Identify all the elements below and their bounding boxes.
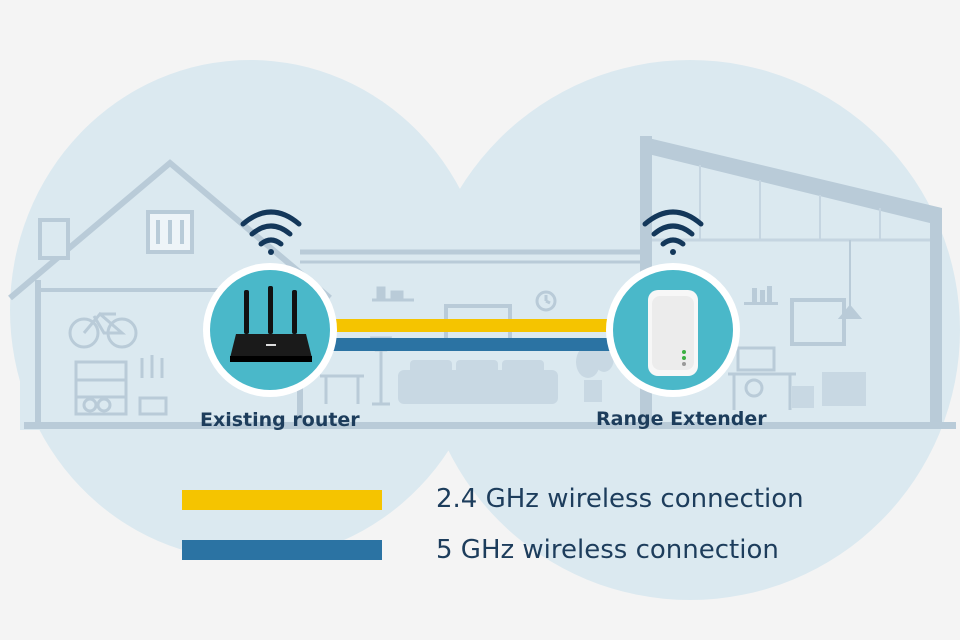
floor — [24, 422, 956, 429]
connection-24ghz — [318, 319, 618, 332]
router-label: Existing router — [200, 409, 360, 431]
tools-icon — [138, 355, 168, 416]
sofa-icon — [398, 360, 558, 404]
shelf-decor — [372, 286, 414, 302]
bicycle-icon — [68, 311, 138, 349]
router-device — [203, 263, 337, 397]
legend-label-24ghz: 2.4 GHz wireless connection — [436, 484, 804, 514]
extender-icon — [648, 290, 698, 376]
connection-lines — [318, 319, 618, 351]
desk-icon — [728, 346, 796, 410]
wall-picture — [790, 298, 846, 346]
legend-swatch-5ghz — [182, 540, 382, 560]
legend-label-5ghz: 5 GHz wireless connection — [436, 535, 779, 565]
shelf-unit — [74, 360, 128, 416]
legend-swatch-24ghz — [182, 490, 382, 510]
table-icon — [320, 374, 364, 404]
cabinet-icon — [792, 372, 866, 408]
wall-shelf-books — [744, 286, 778, 305]
connection-5ghz — [318, 338, 618, 351]
extender-device — [606, 263, 740, 397]
clock-icon — [535, 290, 557, 312]
extender-label: Range Extender — [596, 408, 767, 430]
router-icon — [230, 286, 312, 362]
middle-section — [300, 249, 640, 264]
wifi-icon — [240, 209, 302, 255]
wifi-icon — [642, 209, 704, 255]
pendant-lamp-icon — [837, 240, 863, 319]
